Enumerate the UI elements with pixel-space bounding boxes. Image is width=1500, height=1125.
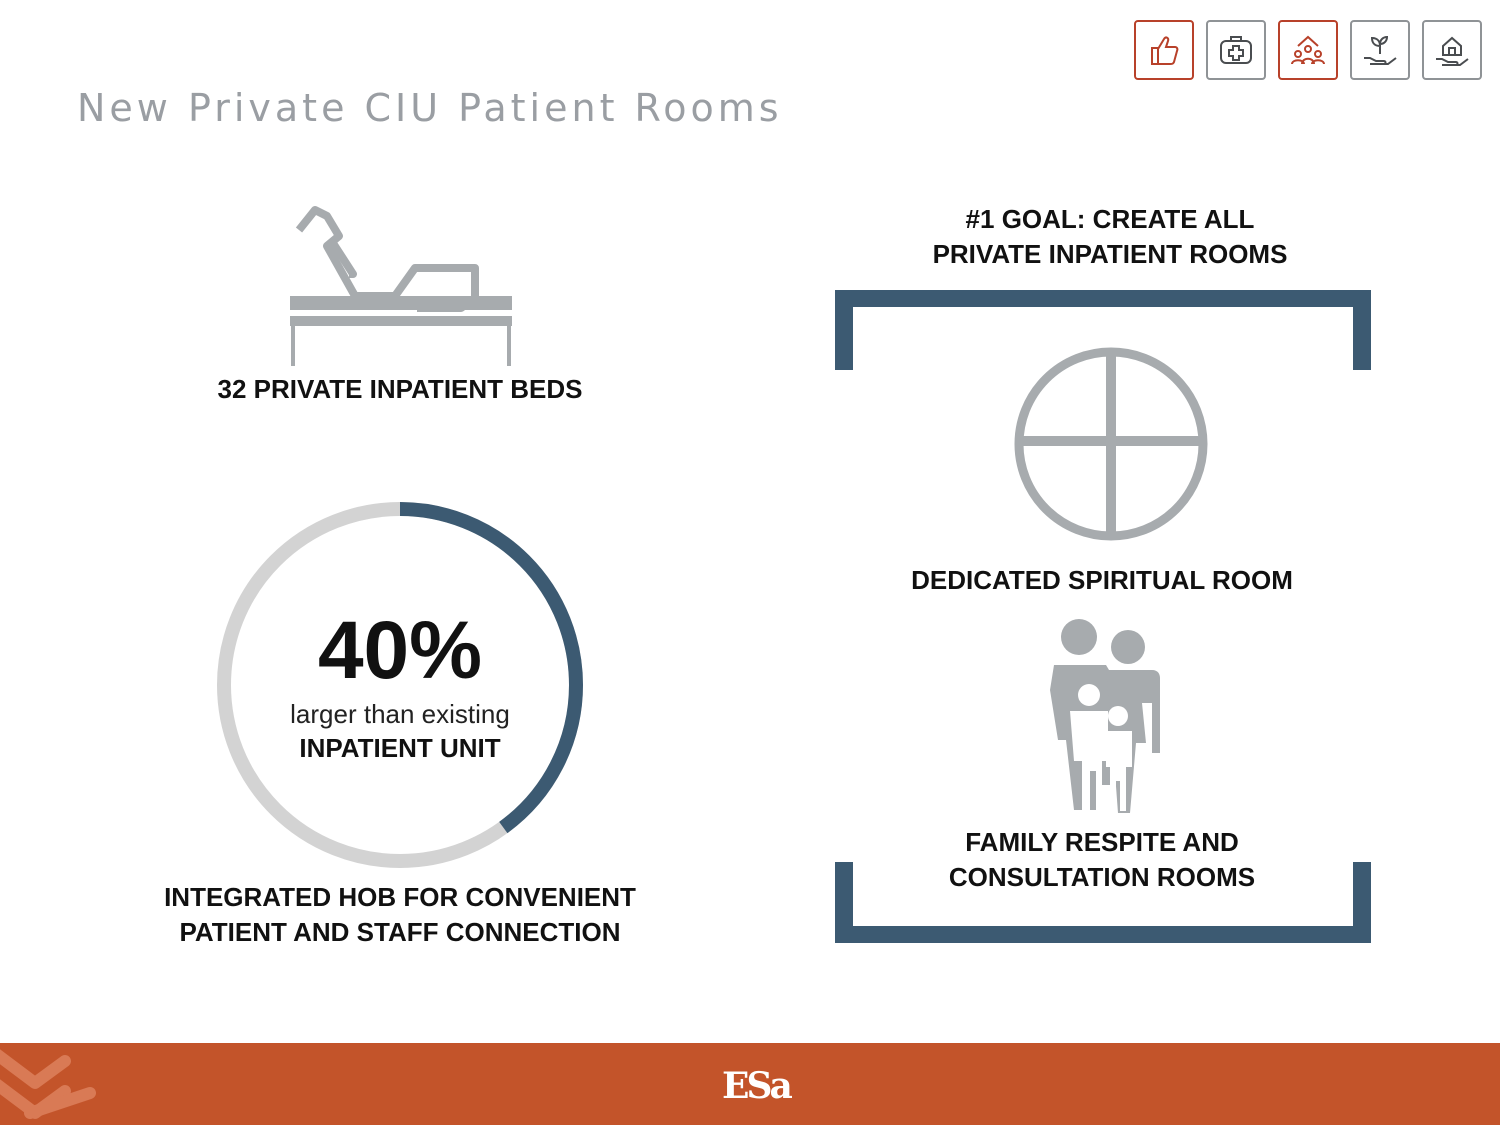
percent-ring-arc: [217, 502, 583, 868]
goal-bracket-frame: [835, 290, 1371, 943]
hand-house-icon: [1436, 36, 1469, 66]
hand-plant-icon: [1364, 35, 1397, 65]
percent-value: 40%: [317, 605, 483, 696]
hospital-bed-icon: [290, 206, 512, 366]
hand-plant-button[interactable]: [1350, 20, 1410, 80]
page-title: New Private CIU Patient Rooms: [77, 86, 783, 130]
hand-house-button[interactable]: [1422, 20, 1482, 80]
medical-kit-icon: [1220, 36, 1252, 64]
percent-sub-line1: larger than existing: [290, 699, 510, 729]
thumbs-up-icon: [1151, 36, 1179, 65]
family-line1: FAMILY RESPITE AND: [965, 827, 1239, 857]
hob-line2: PATIENT AND STAFF CONNECTION: [179, 917, 621, 947]
hob-label: INTEGRATED HOB FOR CONVENIENT PATIENT AN…: [100, 880, 700, 950]
medical-kit-button[interactable]: [1206, 20, 1266, 80]
beds-label: 32 PRIVATE INPATIENT BEDS: [217, 374, 583, 404]
percent-ring-label: 40% larger than existing INPATIENT UNIT: [230, 605, 570, 765]
footer-bar: ESa: [0, 1043, 1500, 1125]
category-icon-row: [1134, 20, 1482, 80]
community-home-button[interactable]: [1278, 20, 1338, 80]
thumbs-up-button[interactable]: [1134, 20, 1194, 80]
family-icon: [1050, 619, 1160, 813]
footer-logo: ESa: [722, 1065, 793, 1107]
family-line2: CONSULTATION ROOMS: [948, 862, 1256, 892]
goal-line1: #1 GOAL: CREATE ALL: [965, 204, 1255, 234]
percent-sub-line2: INPATIENT UNIT: [299, 733, 501, 763]
hob-line1: INTEGRATED HOB FOR CONVENIENT: [164, 882, 636, 912]
family-respite-label: FAMILY RESPITE AND CONSULTATION ROOMS: [852, 825, 1352, 895]
community-home-icon: [1291, 35, 1325, 65]
percent-ring-chart: [217, 502, 583, 868]
spiritual-room-label: DEDICATED SPIRITUAL ROOM: [911, 565, 1293, 595]
spiritual-cross-circle-icon: [1014, 347, 1208, 541]
goal-label: #1 GOAL: CREATE ALL PRIVATE INPATIENT RO…: [860, 202, 1360, 272]
goal-line2: PRIVATE INPATIENT ROOMS: [932, 239, 1288, 269]
chevron-down-icon: [0, 1049, 96, 1119]
